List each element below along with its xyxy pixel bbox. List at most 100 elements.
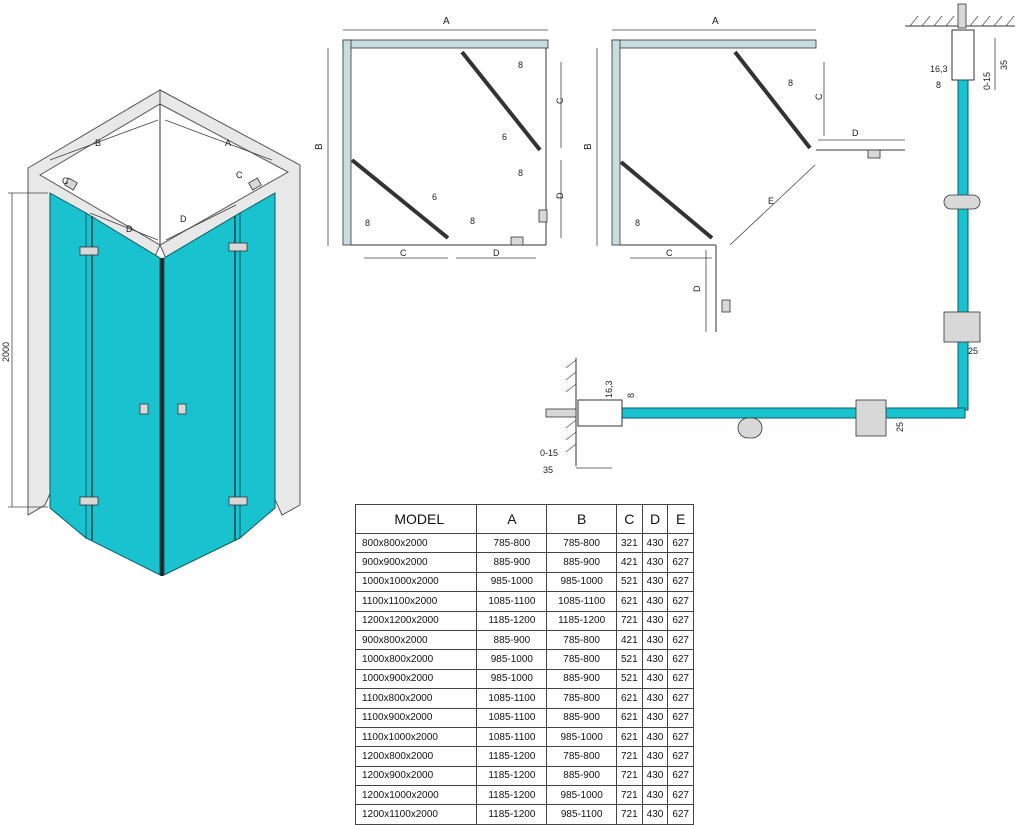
label-16-3-bottom: 16,3 [604,380,614,398]
table-cell: 800x800x2000 [354,532,478,554]
wall-bracket-icon [64,177,78,191]
left-wall [342,39,352,246]
table-cell: 1085-1100 [546,591,618,612]
table-cell: 885-900 [476,552,548,573]
label-8: 8 [518,60,523,70]
table-cell: 430 [641,804,669,825]
label-16-3-top: 16,3 [930,64,948,74]
table-cell: 1200x800x2000 [354,746,478,767]
table-cell: 985-1000 [476,571,548,593]
table-cell: 627 [667,726,694,748]
table-cell: 785-800 [546,688,618,709]
label-6: 6 [432,192,437,202]
table-cell: 985-1000 [546,726,618,748]
table-cell: 430 [641,688,669,709]
table-cell: 1200x900x2000 [354,765,478,787]
table-cell: 721 [616,785,643,806]
table-cell: 627 [667,668,694,690]
table-cell: 1185-1200 [476,785,548,806]
label-c-plan1: C [555,97,565,104]
table-cell: 1200x1200x2000 [354,610,478,631]
hinge-icon [855,399,887,437]
wall-anchor-icon [545,408,577,418]
table-cell: 521 [616,649,643,670]
isometric-view: B A C C D D 2000 [1,89,301,576]
label-e-plan2: E [768,196,774,206]
horizontal-glass [579,407,966,419]
top-wall [342,39,549,49]
table-cell: 430 [641,707,669,728]
table-cell: 430 [641,785,669,806]
label-d-plan2-bottom: D [692,285,702,292]
label-c-plan2: C [814,93,824,100]
table-cell: 1085-1100 [476,726,548,748]
label-height: 2000 [1,342,11,362]
wall-profile [951,29,975,81]
label-a-iso: A [225,138,231,148]
label-0-15-top: 0-15 [982,72,992,90]
table-cell: 627 [667,804,694,825]
table-cell: 885-900 [546,552,618,573]
label-8: 8 [518,168,523,178]
vertical-glass [957,79,969,411]
right-door-panel [163,212,241,576]
hinge-icon [943,194,981,210]
table-cell: 1185-1200 [476,746,548,767]
dim-line-d-right [165,204,237,241]
table-cell: 1185-1200 [476,804,548,825]
column-header: E [667,504,694,534]
table-cell: 627 [667,765,694,787]
table-cell: 621 [616,591,643,612]
door-left-open [619,160,714,240]
table-cell: 985-1000 [476,649,548,670]
table-cell: 521 [616,571,643,593]
table-header-row: MODEL A B C D E [354,504,694,534]
label-25-bottom: 25 [895,422,905,432]
table-cell: 627 [667,571,694,593]
handle-icon [510,236,524,246]
table-cell: 627 [667,688,694,709]
table-cell: 721 [616,804,643,825]
table-cell: 421 [616,552,643,573]
label-d-iso-left: D [126,224,133,234]
table-cell: 985-1000 [476,668,548,690]
table-cell: 885-900 [546,707,618,728]
table-cell: 1085-1100 [476,707,548,728]
label-c-plan1-bottom: C [400,248,407,258]
column-header: B [546,504,618,534]
table-cell: 621 [616,707,643,728]
table-cell: 785-800 [476,532,548,554]
door-right-open [460,50,542,152]
table-cell: 430 [641,726,669,748]
table-cell: 900x900x2000 [354,552,478,573]
label-8: 8 [788,78,793,88]
dim-line-b [49,119,159,161]
table-cell: 430 [641,571,669,593]
table-cell: 885-900 [546,765,618,787]
right-glass-panel [239,192,276,540]
table-cell: 1185-1200 [476,765,548,787]
table-cell: 785-800 [546,629,618,651]
hinge-icon [737,417,763,439]
table-cell: 1085-1100 [476,591,548,612]
table-cell: 885-900 [476,629,548,651]
table-cell: 621 [616,726,643,748]
handle-icon [177,403,187,415]
profile-section: 35 0-15 16,3 8 25 35 0-15 16,3 8 25 [540,3,1015,475]
table-cell: 985-1000 [546,785,618,806]
label-35-bottom: 35 [543,465,553,475]
label-d-plan2: D [852,128,859,138]
table-cell: 430 [641,629,669,651]
label-d-plan1-bottom: D [493,248,500,258]
